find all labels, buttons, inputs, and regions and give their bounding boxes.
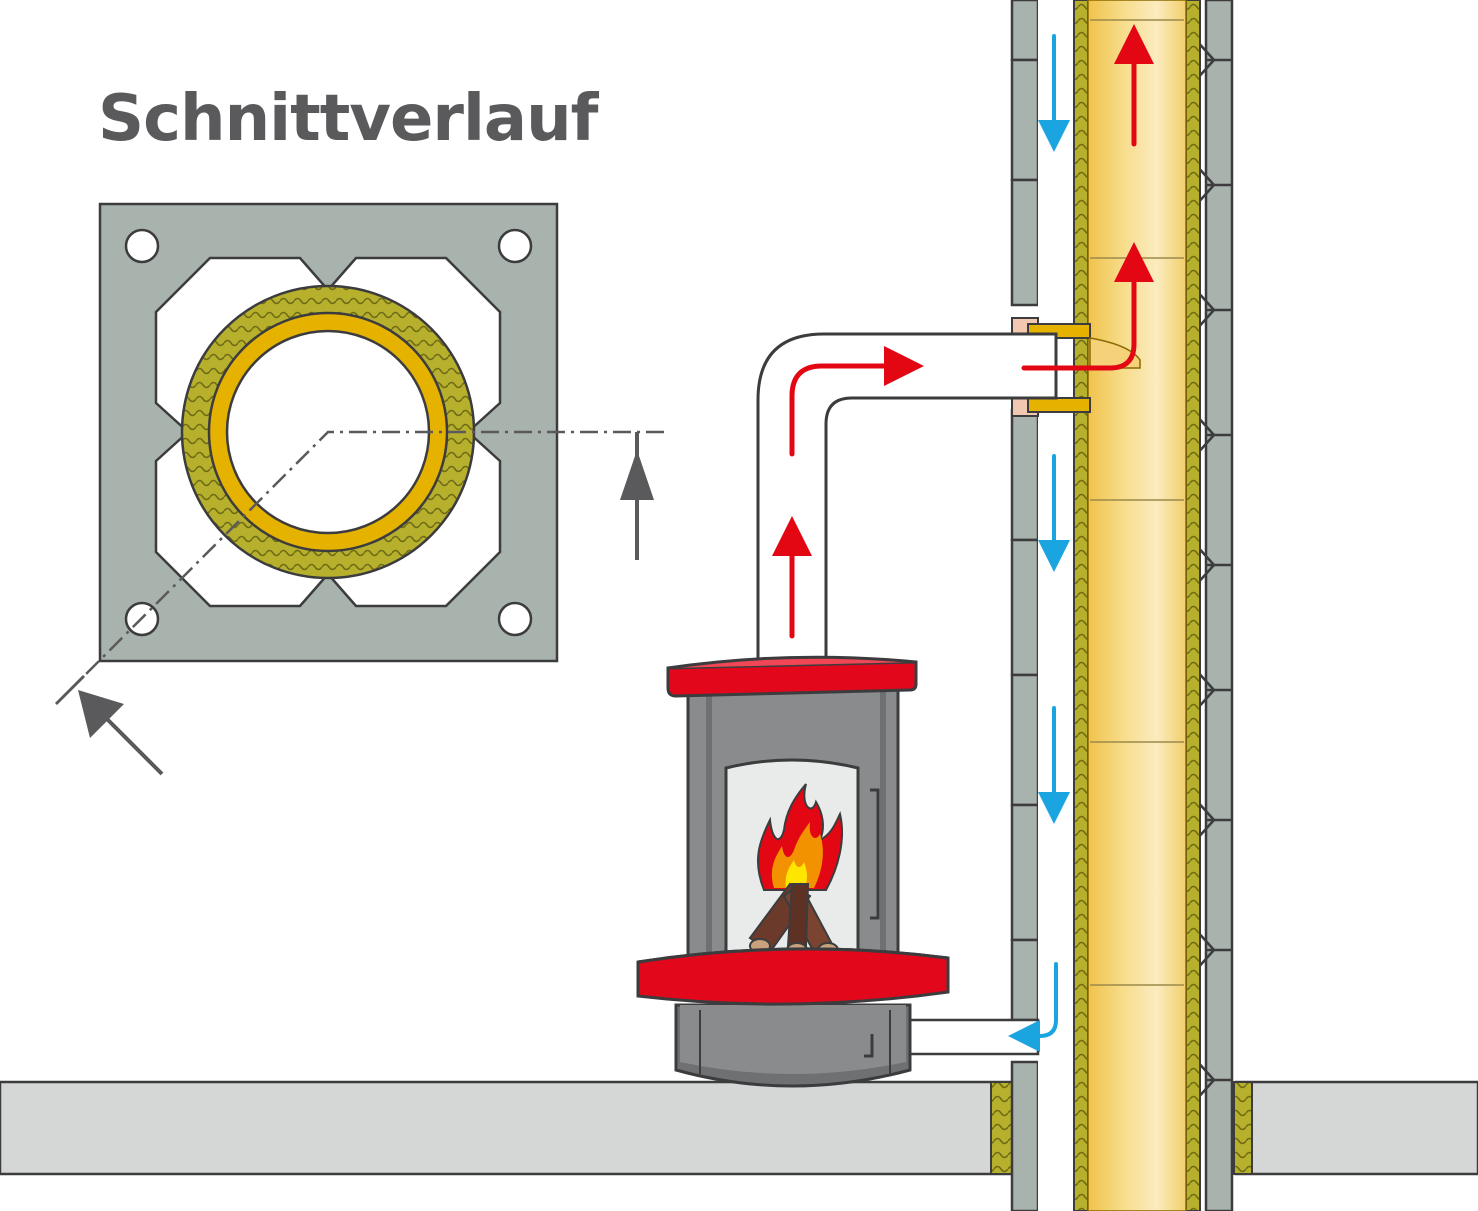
corner-hole	[497, 601, 533, 637]
diagram-title: Schnittverlauf	[98, 82, 598, 156]
flue-liner	[1087, 0, 1187, 1211]
flow-arrow-cold	[1008, 962, 1058, 1052]
section-line-icon	[69, 430, 664, 691]
ash-door-handle-icon	[864, 1034, 874, 1058]
insulation-right	[1185, 0, 1201, 1211]
hot-flow-arrows	[772, 24, 1154, 639]
stove	[636, 655, 950, 1088]
view-arrow-icon	[98, 710, 164, 776]
chimney-shell-right	[1195, 0, 1234, 1211]
door-handle-icon	[870, 788, 880, 920]
floor-slab	[0, 1080, 1478, 1176]
corner-hole	[124, 228, 160, 264]
view-arrow-icon	[620, 450, 654, 500]
flame-icon	[757, 783, 844, 891]
chimney-shell-left	[1010, 0, 1040, 1211]
view-arrow-icon	[78, 690, 124, 738]
flow-arrow-hot	[789, 346, 924, 457]
flow-arrow-hot	[1021, 242, 1154, 371]
chimney	[1010, 0, 1234, 1211]
insulation-left	[1073, 0, 1089, 1211]
cold-flow-arrows	[1008, 34, 1070, 1052]
combustion-air-duct	[904, 1018, 1040, 1056]
corner-hole	[497, 228, 533, 264]
